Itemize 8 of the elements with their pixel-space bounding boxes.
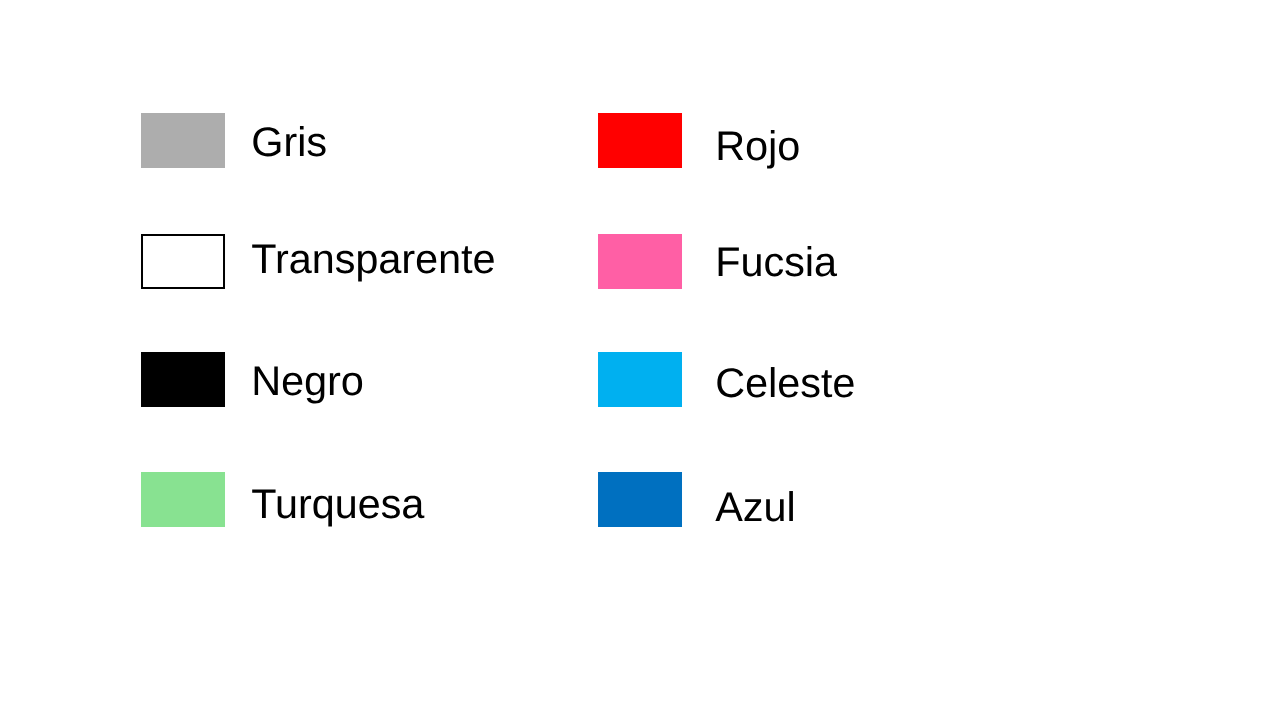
legend-label: Azul [715,491,793,522]
legend-label: Fucsia [718,246,837,277]
legend-label: Negro [254,366,363,404]
legend-label: Celeste [717,367,854,398]
legend-label: Transparente [252,244,494,282]
legend-label: Turquesa [252,489,425,527]
legend-label: Rojo [718,130,799,169]
legend-label: Gris [253,126,326,157]
